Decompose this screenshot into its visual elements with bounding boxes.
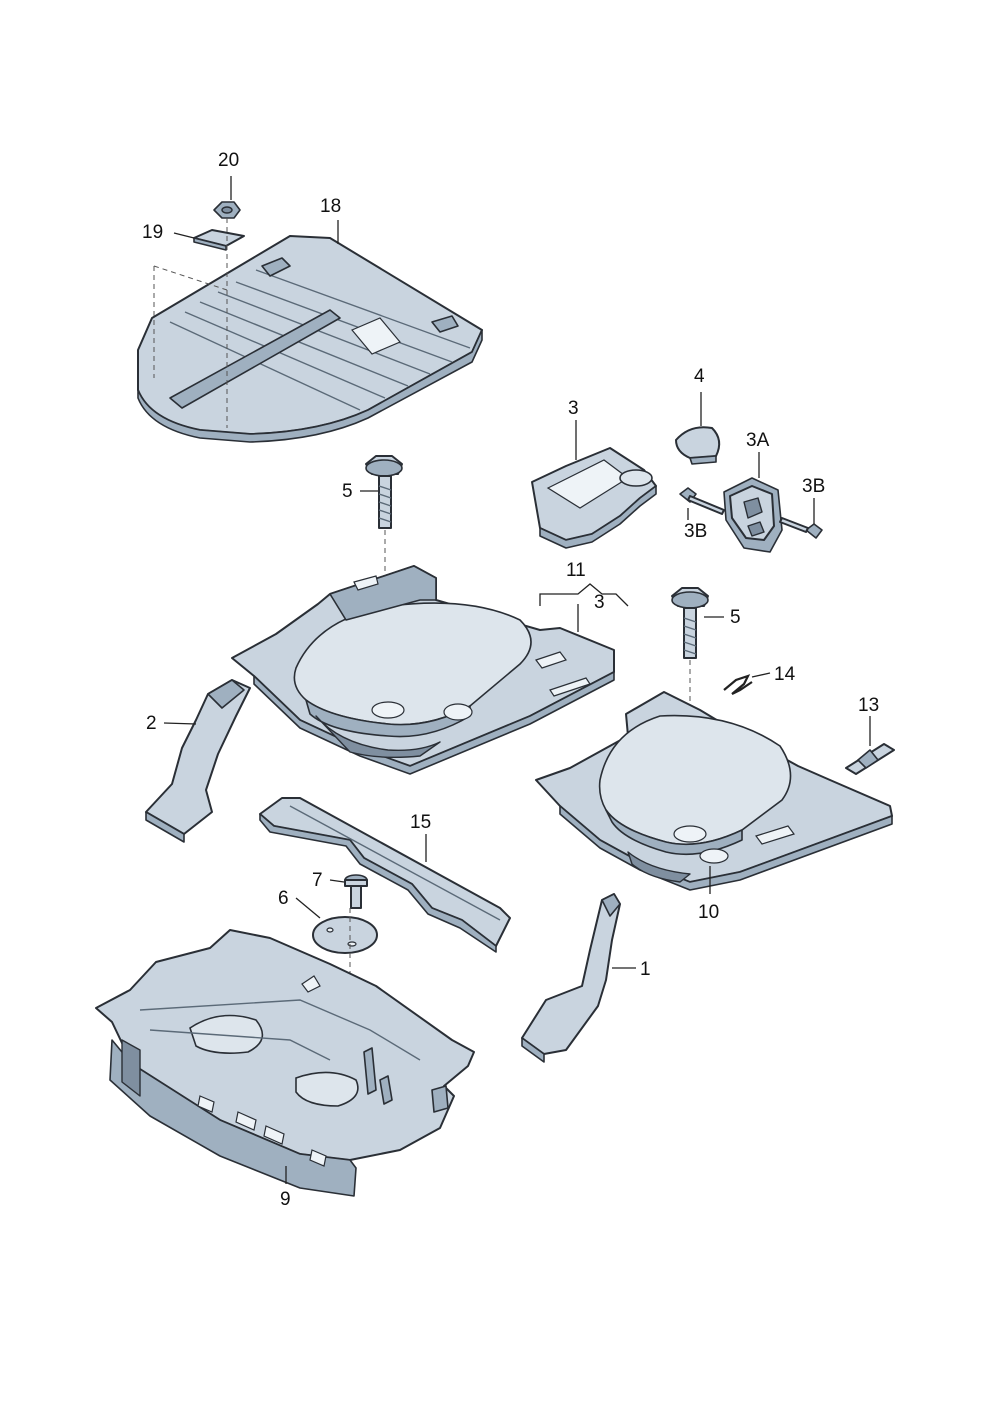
part-10-rear-floor[interactable] — [535, 691, 893, 891]
alignment-line — [153, 265, 228, 291]
label-3B-left: 3B — [684, 521, 707, 542]
label-13: 13 — [858, 695, 879, 716]
label-3B-right: 3B — [802, 476, 825, 497]
part-labels: 20 18 19 3 4 3A 3B 3B 5 11 3 5 14 2 13 1… — [142, 150, 879, 1210]
label-4: 4 — [694, 366, 705, 387]
part-3-heat-shield[interactable] — [531, 447, 657, 549]
part-14-spring-clip[interactable] — [723, 674, 753, 695]
part-3a-bracket-assembly[interactable] — [723, 477, 783, 553]
part-18-floor-cover[interactable] — [137, 235, 483, 443]
label-6: 6 — [278, 888, 289, 909]
label-7: 7 — [312, 870, 323, 891]
label-11: 11 — [566, 560, 586, 581]
part-9-rear-floor-assembly[interactable] — [95, 929, 475, 1197]
label-20: 20 — [218, 150, 239, 171]
part-2-side-member-left[interactable] — [145, 679, 251, 843]
label-1: 1 — [640, 959, 651, 980]
label-3A: 3A — [746, 430, 770, 451]
label-19: 19 — [142, 222, 163, 243]
leader-lines — [163, 176, 871, 1184]
label-9: 9 — [280, 1189, 291, 1210]
label-18: 18 — [320, 196, 341, 217]
part-1-side-member-right[interactable] — [521, 893, 621, 1063]
part-13-bracket[interactable] — [845, 743, 895, 775]
label-14: 14 — [774, 664, 796, 685]
label-5-lower: 5 — [730, 607, 741, 628]
label-15: 15 — [410, 812, 431, 833]
label-5-upper: 5 — [342, 481, 353, 502]
part-6-disc[interactable] — [312, 916, 378, 954]
label-10: 10 — [698, 902, 719, 923]
part-5-wing-bolt-upper[interactable] — [365, 455, 403, 529]
label-3: 3 — [568, 398, 579, 419]
part-19-bracket[interactable] — [193, 229, 245, 251]
part-15-cross-member[interactable] — [259, 797, 511, 953]
part-5-wing-bolt-lower[interactable] — [671, 587, 709, 659]
part-3b-screw-left[interactable] — [679, 487, 725, 515]
part-11-spare-wheel-well-panel[interactable] — [231, 565, 615, 775]
part-3b-screw-right[interactable] — [779, 517, 823, 539]
label-3-sub: 3 — [594, 592, 605, 613]
bracket-11 — [539, 583, 629, 607]
part-4-cap[interactable] — [675, 426, 721, 465]
part-20-nut[interactable] — [213, 201, 241, 219]
part-7-bolt[interactable] — [344, 874, 368, 909]
label-2: 2 — [146, 713, 157, 734]
